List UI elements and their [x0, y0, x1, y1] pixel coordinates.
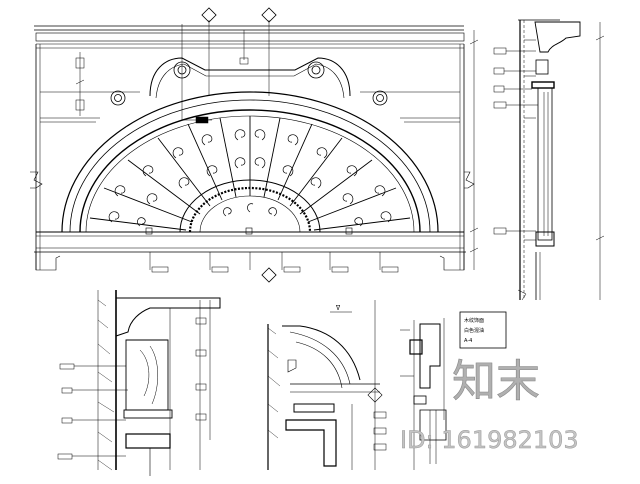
- frame-detail-right: [400, 311, 507, 470]
- grille-scrolls: [108, 129, 392, 227]
- arch-elevation: [30, 7, 479, 283]
- cornice-detail-left: [57, 290, 221, 476]
- right-dimension: [469, 30, 479, 270]
- section-markers: [181, 7, 277, 283]
- watermark: 知末 ID: 161982103: [400, 356, 579, 455]
- watermark-brand: 知末: [452, 356, 540, 407]
- watermark-id: ID: 161982103: [400, 426, 579, 454]
- note-line-1: 木纹饰面: [464, 317, 484, 324]
- side-section: [493, 19, 605, 301]
- material-note: 木纹饰面 白色混油 A-4: [464, 317, 484, 344]
- note-line-3: A-4: [464, 338, 472, 344]
- note-line-2: 白色混油: [464, 327, 484, 334]
- leader-tags: [149, 30, 399, 273]
- detail-label: ᐁ: [336, 305, 341, 312]
- left-dimension: [75, 52, 85, 116]
- arch-detail-center: ᐁ: [267, 300, 387, 470]
- grille-spokes: [89, 116, 411, 231]
